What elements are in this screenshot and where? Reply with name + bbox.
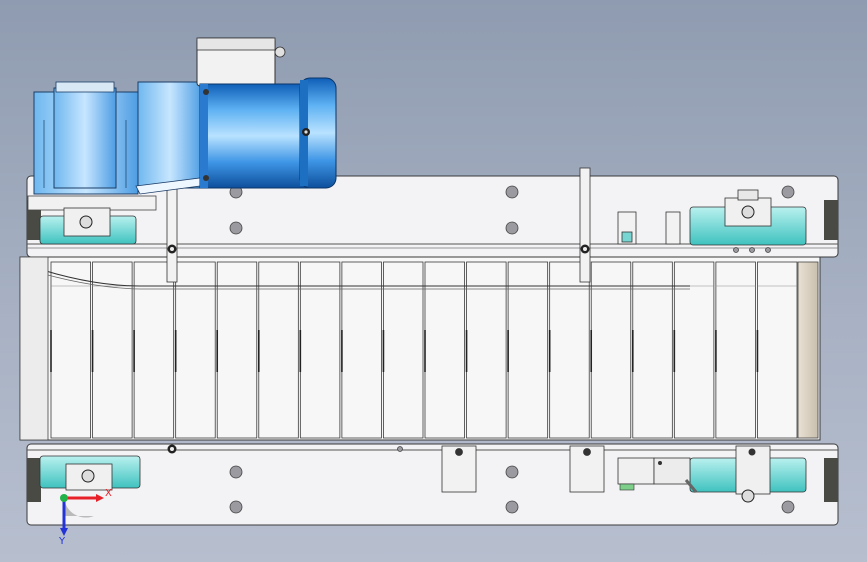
origin-marker	[60, 494, 68, 502]
x-axis-label: X	[105, 488, 112, 499]
chain-plate	[258, 261, 299, 439]
chain-plate	[549, 261, 590, 439]
bearing-block-lower-right	[689, 445, 807, 503]
conveyor-chain	[19, 256, 821, 441]
chain-plate	[757, 261, 798, 439]
bearing-block-upper-left	[39, 207, 137, 245]
guide-posts	[166, 167, 591, 454]
chain-plate	[175, 261, 216, 439]
chain-plate	[424, 261, 465, 439]
chain-plate	[466, 261, 507, 439]
chain-plate	[715, 261, 756, 439]
chain-plate	[673, 261, 715, 439]
bearing-block-lower-left	[39, 455, 141, 491]
chain-plate	[133, 261, 175, 439]
chain-plate	[216, 261, 258, 439]
upper-brackets	[617, 211, 681, 245]
chain-plate	[507, 261, 549, 439]
motor-terminal-box	[196, 37, 286, 87]
chain-plate	[383, 261, 424, 439]
coordinate-triad: X Y	[58, 488, 112, 547]
proximity-sensor	[617, 457, 698, 493]
y-axis-label: Y	[58, 536, 66, 547]
chain-plate	[590, 261, 632, 439]
chain-plate	[92, 261, 133, 439]
lower-brackets	[441, 445, 605, 493]
chain-plates	[50, 261, 798, 439]
electric-motor	[199, 77, 337, 189]
chain-plate	[50, 261, 91, 439]
gearbox	[33, 81, 203, 195]
bearing-block-upper-right	[689, 189, 807, 246]
chain-plate	[299, 261, 341, 439]
chain-plate	[341, 261, 382, 439]
chain-plate	[632, 261, 673, 439]
